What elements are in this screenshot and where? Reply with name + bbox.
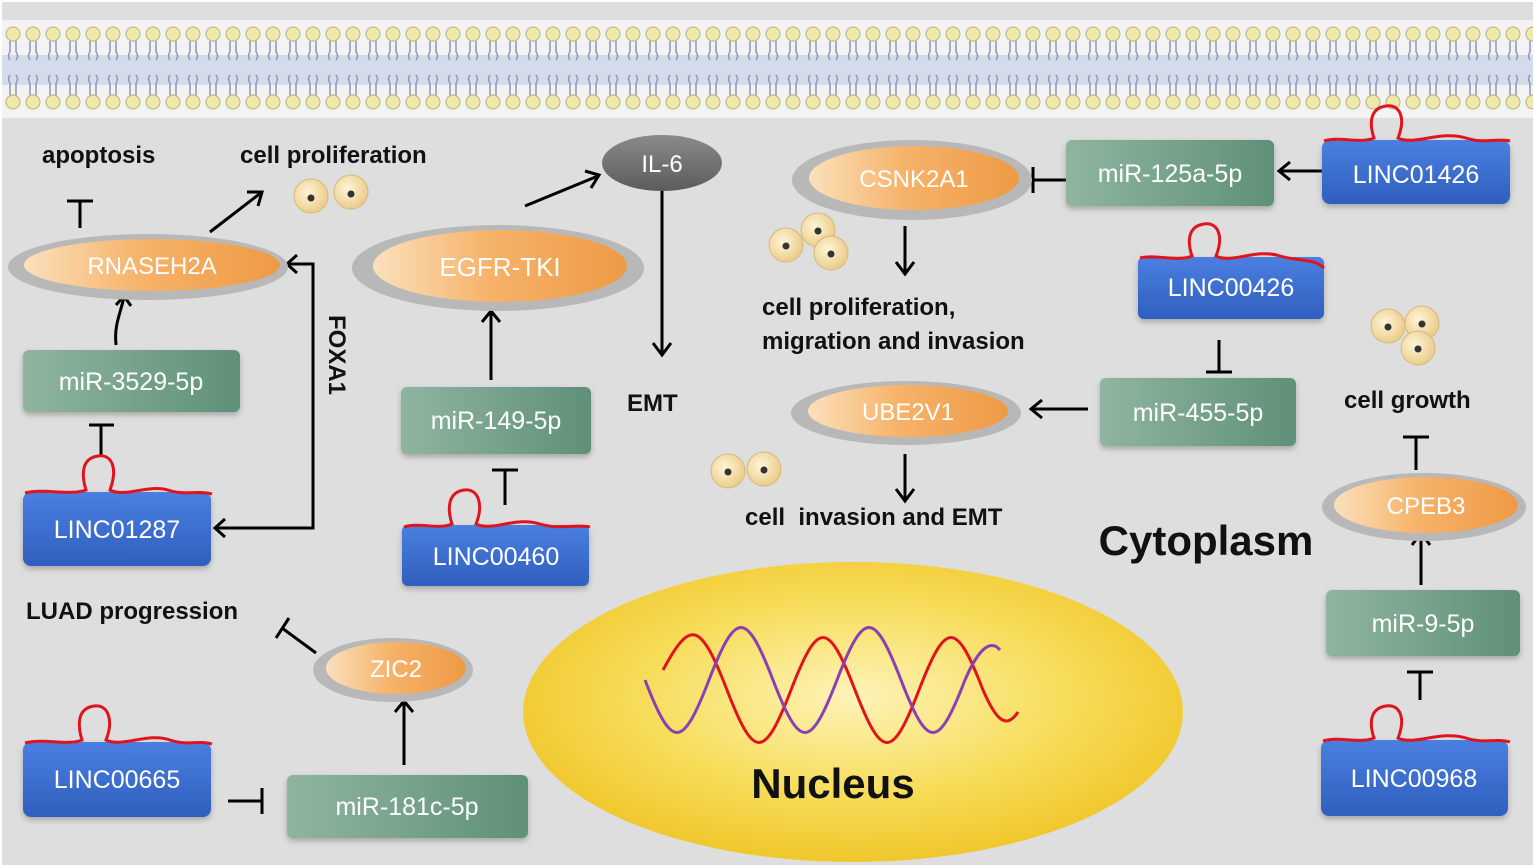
linc01426-label: LINC01426 [1353,161,1479,189]
regulation-connectors [67,160,1433,814]
protein-zic2: ZIC2 [313,638,473,702]
lncrna-box-linc00968 [1321,740,1508,816]
rna-strand-icon [403,488,591,529]
mirna-box-mir-125a [1066,140,1274,206]
lncrna-box-linc01287 [23,492,211,566]
ube2v1-label: UBE2V1 [862,399,954,426]
linc00460-label: LINC00460 [433,543,559,571]
lncrna-box-linc00665 [23,742,211,817]
lipid-bilayer [2,0,1533,120]
cell-cluster-icon [710,451,782,489]
protein-ube2v1: UBE2V1 [791,381,1021,445]
lncrna-box-linc00426 [1138,257,1324,319]
protein-il6: IL-6 [602,135,722,191]
nucleus-label: Nucleus [751,760,914,807]
mir-9-label: miR-9-5p [1372,610,1475,638]
cpeb3-label: CPEB3 [1387,493,1466,520]
rna-strand-icon [24,704,213,746]
proliferation-migration-label-line2: migration and invasion [762,328,1025,355]
cell-cluster-icon [768,212,849,271]
mir-149-label: miR-149-5p [431,407,562,435]
protein-rnaseh2a: RNASEH2A [8,234,288,300]
cell-cluster-icon [293,174,369,214]
arrow-to-cell-proliferation [209,190,263,234]
lncrna-boxes [23,140,1510,817]
lncrna-box-linc01426 [1322,140,1510,204]
mir-455-label: miR-455-5p [1133,399,1264,427]
mirna-box-mir-149 [401,387,591,454]
mirna-boxes [23,140,1520,838]
linc00968-label: LINC00968 [1351,765,1477,793]
mir-125a-label: miR-125a-5p [1098,160,1243,188]
cell-growth-label: cell growth [1344,387,1471,414]
dna-helix-icon [643,626,1020,744]
mir-3529-label: miR-3529-5p [59,368,204,396]
protein-cpeb3: CPEB3 [1322,473,1526,541]
emt-label: EMT [627,390,678,417]
rna-strand-icon [1323,104,1511,143]
zic2-label: ZIC2 [370,656,422,683]
il6-label: IL-6 [641,151,682,178]
mir-181c-label: miR-181c-5p [335,793,478,821]
lncrna-box-linc00460 [402,525,589,586]
cell-proliferation-label: cell proliferation [240,142,427,169]
invasion-emt-label: cell invasion and EMT [745,504,1003,531]
foxa1-loop-arrow [215,262,315,530]
foxa1-label: FOXA1 [323,315,350,395]
linc01287-label: LINC01287 [54,516,180,544]
rna-strand-icon [1139,222,1326,270]
mirna-box-mir-3529 [23,350,240,412]
rna-strand-icon [1322,704,1511,744]
nucleus [523,562,1183,862]
linc00426-label: LINC00426 [1168,274,1294,302]
egfr-tki-label: EGFR-TKI [439,252,560,282]
luad-progression-label: LUAD progression [26,598,238,625]
rna-strand-icon [24,454,213,496]
mirna-box-mir-9 [1326,590,1520,656]
apoptosis-label: apoptosis [42,142,155,169]
proliferation-migration-label-line1: cell proliferation, [762,294,955,321]
linc00665-label: LINC00665 [54,766,180,794]
cytoplasm-label: Cytoplasm [1099,517,1314,564]
rna-strands [24,104,1511,746]
rnaseh2a-label: RNASEH2A [87,253,216,280]
cell-cluster-icon [1370,305,1440,366]
mirna-box-mir-181c [287,775,528,838]
protein-csnk2a1: CSNK2A1 [792,140,1032,220]
arrow-mir3529-to-rnaseh2a [114,296,126,346]
mirna-box-mir-455 [1100,378,1296,446]
csnk2a1-label: CSNK2A1 [859,166,968,193]
protein-egfr-tki: EGFR-TKI [352,225,644,311]
